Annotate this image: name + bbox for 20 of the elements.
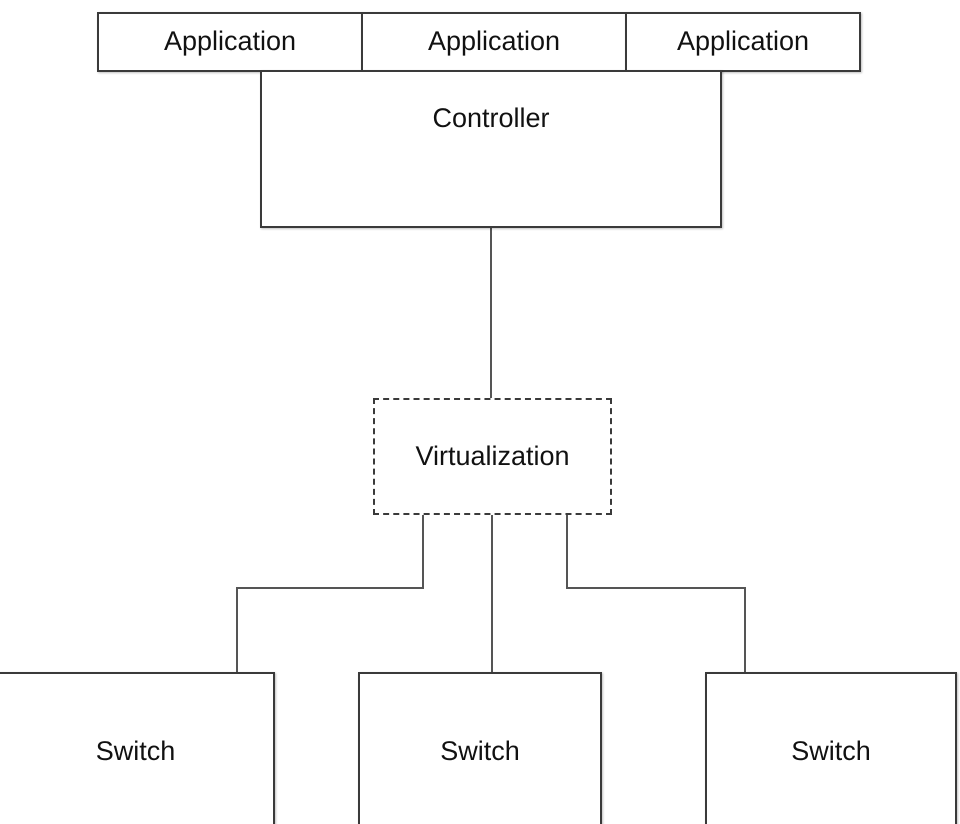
node-label: Virtualization — [415, 440, 570, 473]
connector-line — [236, 515, 424, 672]
node-label: Switch — [96, 735, 176, 768]
switch-box — [358, 672, 602, 824]
node-label: Application — [164, 25, 296, 58]
switch-box — [0, 672, 275, 824]
connector-line — [491, 515, 493, 672]
virtualization-box — [373, 398, 612, 515]
node-label: Application — [676, 25, 810, 58]
controller-box — [260, 70, 722, 228]
connector-line — [490, 228, 492, 398]
node-label: Application — [428, 25, 560, 58]
application-box — [97, 12, 363, 72]
node-label: Switch — [791, 735, 871, 768]
application-box — [361, 12, 627, 72]
switch-box — [705, 672, 957, 824]
connector-line — [566, 515, 746, 672]
node-label: Controller — [432, 102, 550, 135]
application-box — [625, 12, 861, 72]
node-label: Switch — [440, 735, 520, 768]
